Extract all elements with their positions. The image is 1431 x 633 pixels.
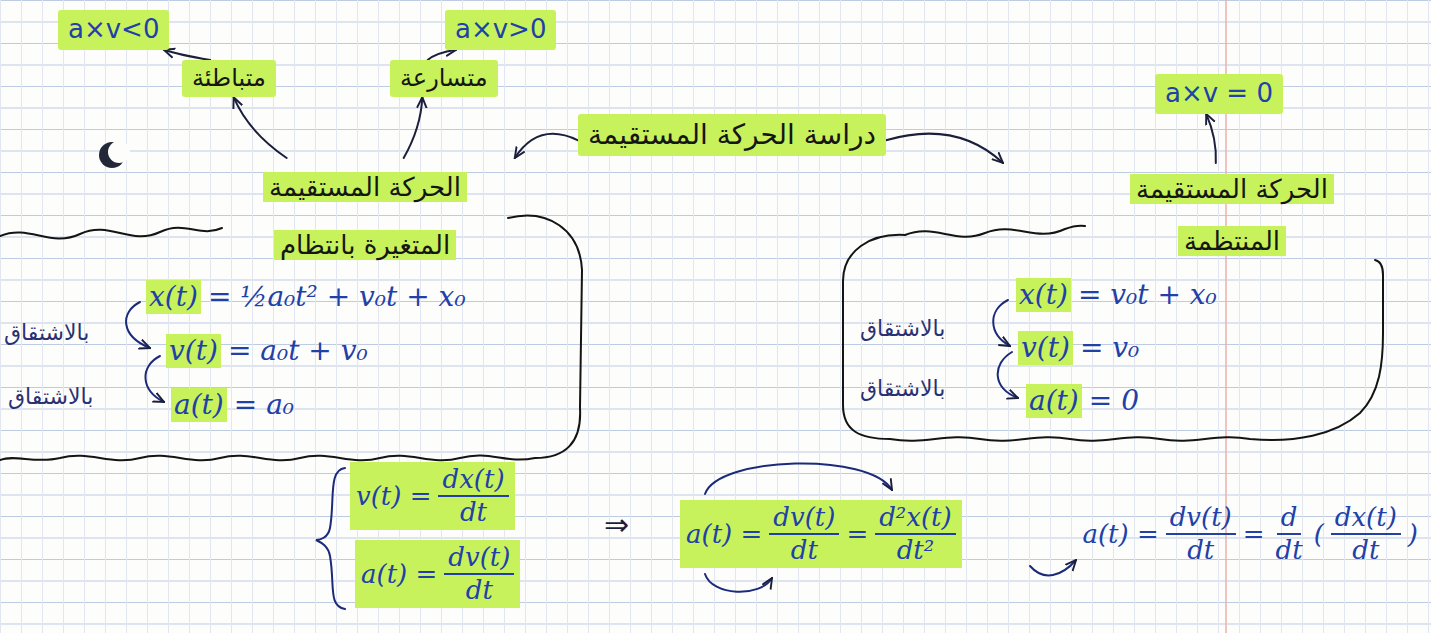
fraction-denominator: dt (787, 535, 822, 566)
node-text: a×v>0 (455, 13, 546, 47)
note-text: بالاشتقاق (8, 384, 93, 409)
math-text: = (846, 519, 868, 550)
math-text: = a₀t + v₀ (228, 334, 368, 368)
wavy-border (0, 228, 222, 239)
implies-sign: ⇒ (604, 507, 629, 543)
region-heading: الحركة المستقيمة المنتظمة (1097, 165, 1367, 269)
node-text: متباطئة (192, 63, 266, 94)
fraction-denominator: dt (1348, 535, 1383, 566)
substitution-arrow (705, 574, 772, 592)
fraction-denominator: dt (456, 497, 491, 528)
topic-highlight: دراسة الحركة المستقيمة (578, 114, 886, 156)
equation-row: a(t)= a₀ (165, 386, 300, 424)
fraction: dx(t)dt (438, 464, 508, 528)
math-text: = ½a₀t² + v₀t + x₀ (208, 280, 466, 314)
fraction-numerator: d²x(t) (875, 502, 955, 535)
node-text: a×v<0 (68, 13, 159, 47)
equation-row: x(t)= ½a₀t² + v₀t + x₀ (140, 278, 472, 316)
heading-text: الحركة المستقيمة المتغيرة بانتظام (263, 172, 467, 260)
derivative-arrow (145, 356, 164, 402)
fraction-numerator: dv(t) (444, 542, 514, 575)
math-text: a(t) (1026, 384, 1082, 418)
note-text: بالاشتقاق (4, 320, 89, 345)
fraction-numerator: dv(t) (1166, 502, 1236, 535)
connector-arrow (515, 134, 578, 158)
equation-row: a(t) =dv(t)dt=ddt(dx(t)dt) (1076, 500, 1424, 568)
node-text: a×v = 0 (1165, 77, 1273, 111)
fraction: ddt (1272, 502, 1307, 566)
motion-region: الحركة المستقيمة المتغيرة بانتظام (0, 158, 585, 473)
math-text: v(t) (166, 334, 221, 368)
fraction: dx(t)dt (1331, 502, 1401, 566)
condition-highlight: a×v>0 (445, 10, 556, 50)
math-text: = a₀ (234, 388, 294, 422)
wavy-border (905, 226, 1085, 237)
node-text: دراسة الحركة المستقيمة (588, 117, 876, 153)
node-text: متسارعة (400, 63, 488, 94)
equation-row: v(t)= v₀ (1012, 329, 1145, 367)
fraction-denominator: dt² (893, 535, 939, 566)
connector-arrow (234, 97, 287, 158)
fraction-numerator: dv(t) (769, 502, 839, 535)
fraction: d²x(t)dt² (875, 502, 955, 566)
equation-row: a(t) =dv(t)dt (355, 540, 520, 608)
math-text: = v₀ (1080, 331, 1139, 365)
category-highlight: متسارعة (390, 60, 498, 97)
curly-brace (316, 468, 345, 609)
derivative-note: بالاشتقاق (8, 384, 93, 409)
math-text: v(t) (1018, 331, 1073, 365)
fraction-numerator: d (1277, 502, 1302, 535)
condition-highlight: a×v = 0 (1155, 74, 1283, 114)
math-text: = v₀t + x₀ (1078, 278, 1217, 312)
condition-highlight: a×v<0 (58, 10, 169, 50)
connector-arrow (1206, 114, 1216, 163)
fraction: dv(t)dt (1166, 502, 1236, 566)
moon-doodle (99, 141, 130, 168)
connector-arrow (164, 50, 210, 60)
equation-row: a(t)= 0 (1020, 382, 1145, 420)
note-text: بالاشتقاق (860, 316, 945, 341)
equation-row: v(t) =dx(t)dt (350, 462, 515, 530)
fraction-denominator: dt (1183, 535, 1218, 566)
fraction-numerator: dx(t) (1331, 502, 1401, 535)
derivative-note: بالاشتقاق (860, 316, 945, 341)
math-text: ) (1408, 519, 1418, 550)
region-heading: الحركة المستقيمة المتغيرة بانتظام (230, 160, 500, 276)
math-text: v(t) = (356, 481, 431, 512)
derivative-arrow (998, 352, 1018, 398)
wavy-border (843, 235, 1383, 441)
equation-row: v(t)= a₀t + v₀ (160, 332, 374, 370)
connector-arrow (404, 97, 423, 158)
derivative-note: بالاشتقاق (4, 320, 89, 345)
math-text: a(t) = (686, 519, 762, 550)
derivative-note: بالاشتقاق (860, 376, 945, 401)
equation-row: ⇒ (598, 505, 635, 545)
result-arrow (1030, 560, 1076, 575)
category-highlight: متباطئة (182, 60, 276, 97)
fraction: dv(t)dt (769, 502, 839, 566)
math-text: a(t) = (1082, 519, 1158, 550)
substitution-arrow (705, 463, 892, 494)
cloud-outline (0, 158, 585, 473)
fraction: dv(t)dt (444, 542, 514, 606)
equation-row: a(t) =dv(t)dt=d²x(t)dt² (680, 500, 962, 568)
derivative-arrow (993, 300, 1010, 346)
heading-text: الحركة المستقيمة المنتظمة (1130, 174, 1334, 256)
math-text: = (1243, 519, 1265, 550)
math-text: x(t) (146, 280, 201, 314)
math-text: x(t) (1016, 278, 1071, 312)
connector-arrow (428, 50, 456, 60)
connector-arrow (886, 134, 1003, 163)
fraction-denominator: dt (462, 575, 497, 606)
note-text: بالاشتقاق (860, 376, 945, 401)
fraction-numerator: dx(t) (438, 464, 508, 497)
equation-row: x(t)= v₀t + x₀ (1010, 276, 1223, 314)
math-text: = 0 (1089, 384, 1139, 418)
fraction-denominator: dt (1272, 535, 1307, 566)
math-text: a(t) (171, 388, 227, 422)
math-text: a(t) = (361, 559, 437, 590)
math-text: ( (1314, 519, 1324, 550)
